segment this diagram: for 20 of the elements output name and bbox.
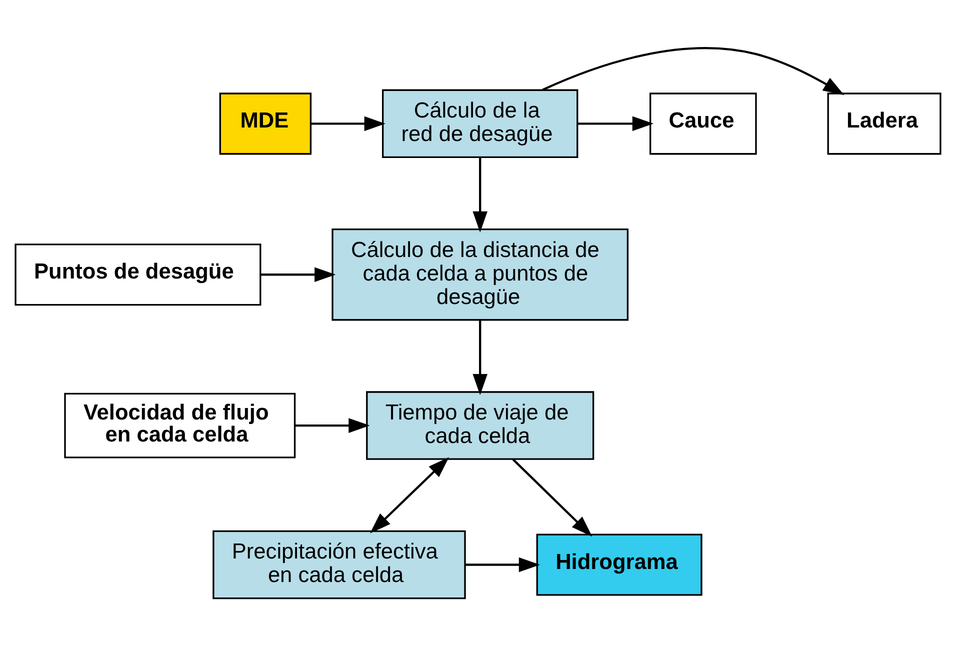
node-box: Cálculo de la red de desagüe bbox=[382, 88, 578, 158]
arrow bbox=[472, 156, 488, 232]
arrow bbox=[310, 116, 386, 131]
arrow bbox=[370, 456, 450, 533]
arrow bbox=[542, 46, 844, 95]
node-box: MDE bbox=[219, 92, 312, 154]
node-box: Puntos de desagüe bbox=[14, 243, 262, 306]
arrow bbox=[465, 556, 540, 572]
node-box: Tiempo de viaje de cada celda bbox=[366, 390, 594, 460]
arrow bbox=[294, 418, 370, 432]
arrow bbox=[512, 458, 592, 536]
arrow bbox=[260, 266, 336, 282]
node-box: Ladera bbox=[827, 92, 942, 154]
arrow bbox=[472, 320, 488, 395]
node-box: Cálculo de la distancia de cada celda a puntos de desagüe bbox=[332, 228, 629, 320]
node-box: Cauce bbox=[649, 92, 757, 154]
node-box: Hidrograma bbox=[536, 533, 702, 596]
node-box: Precipitación efectiva en cada celda bbox=[212, 530, 466, 599]
node-box: Velocidad de flujo en cada celda bbox=[64, 392, 296, 458]
arrow bbox=[578, 116, 654, 131]
